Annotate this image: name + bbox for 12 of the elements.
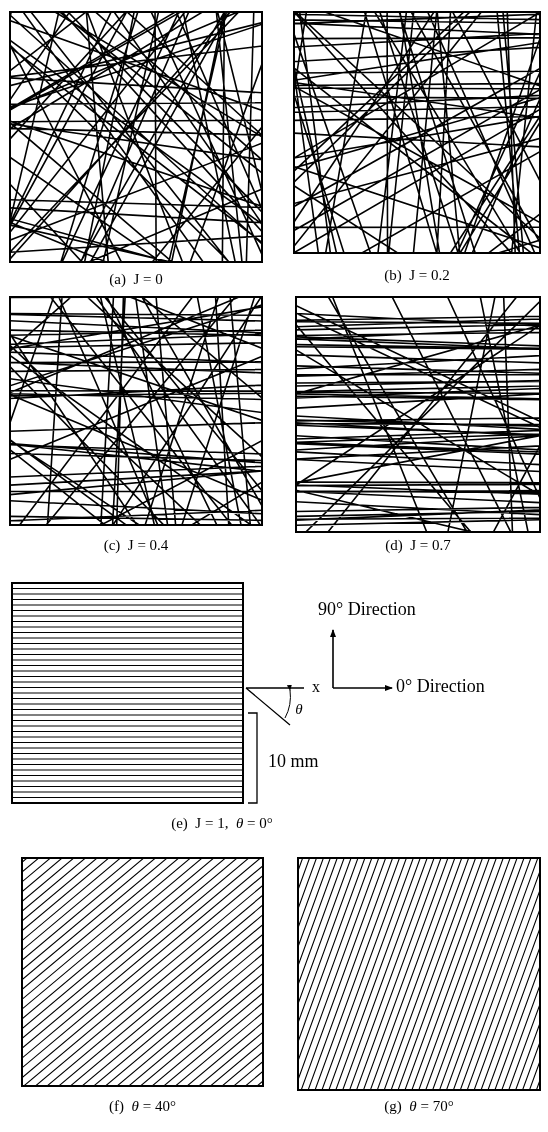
panel-caption: (d) J = 0.7 — [384, 536, 452, 555]
direction-label: 90° Direction — [318, 598, 417, 621]
panel-caption: (e) J = 1, θ = 0° — [170, 814, 274, 833]
panel-caption: (b) J = 0.2 — [383, 266, 451, 285]
direction-label: 0° Direction — [396, 675, 486, 698]
panel-caption: (g) θ = 70° — [383, 1097, 455, 1116]
dimension-label: 10 mm — [268, 750, 320, 773]
panel-caption: (a) J = 0 — [108, 270, 164, 289]
panel-caption: (f) θ = 40° — [108, 1097, 177, 1116]
panel-caption: (c) J = 0.4 — [102, 536, 170, 555]
axis-symbol: θ — [294, 700, 304, 719]
axis-symbol: x — [311, 677, 321, 697]
